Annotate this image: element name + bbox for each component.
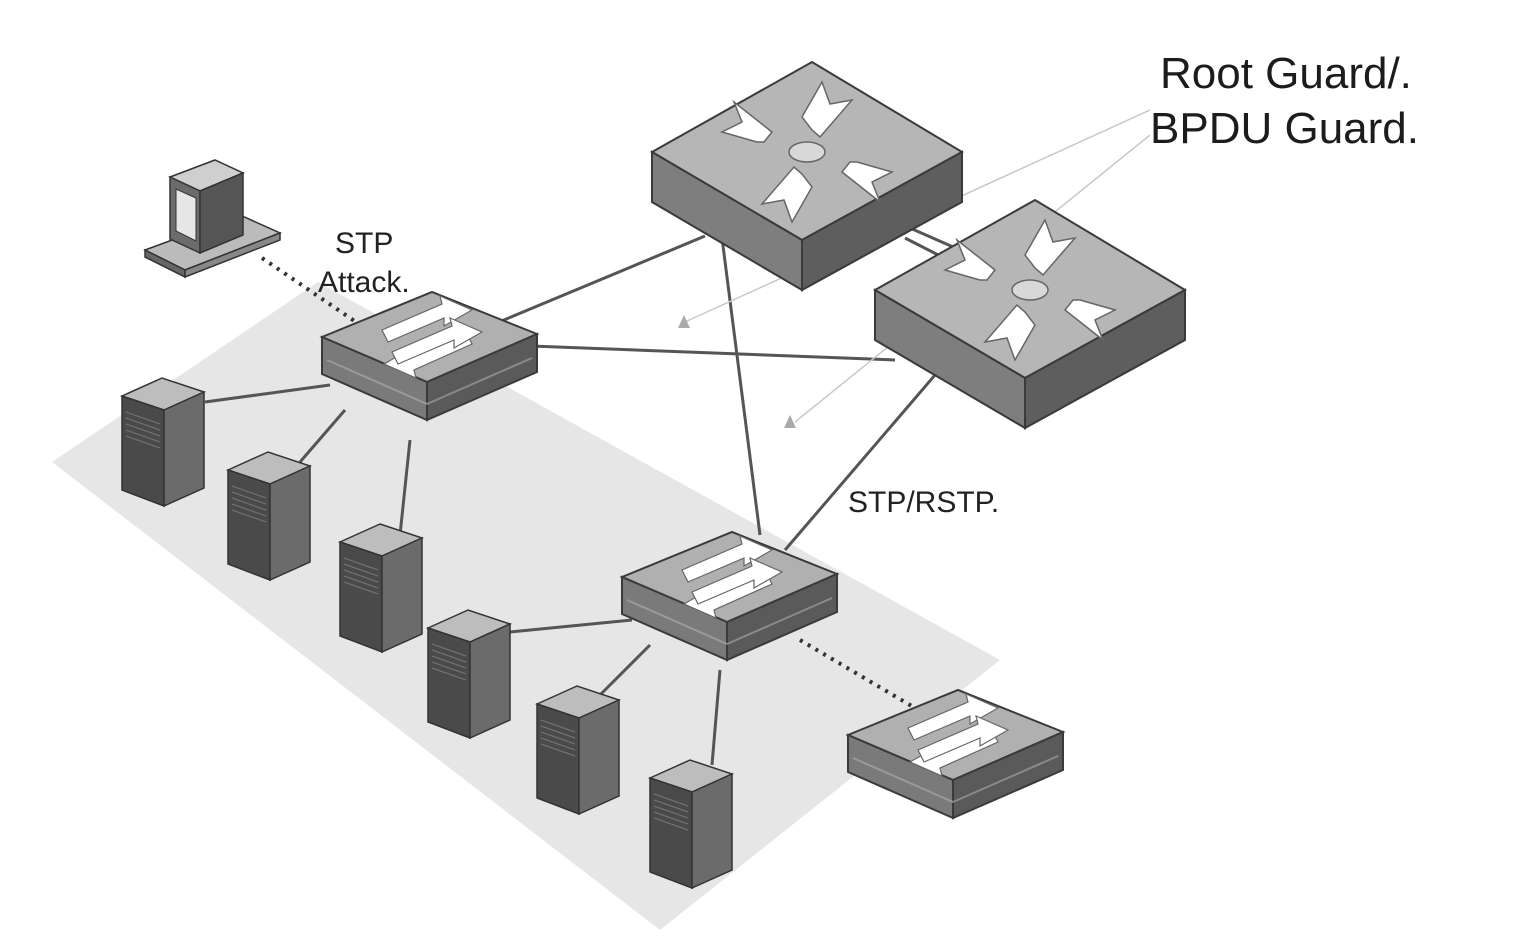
server-icon — [339, 523, 423, 653]
network-zone — [52, 282, 1000, 930]
guard-label-line1: Root Guard/. — [1160, 49, 1412, 98]
server-icon — [649, 759, 733, 889]
router-icon — [651, 61, 963, 291]
stp-attack-label-line2: Attack. — [318, 266, 410, 299]
links — [204, 226, 961, 766]
stp-rstp-label: STP/RSTP. — [848, 486, 999, 519]
guard-label-line2: BPDU Guard. — [1150, 104, 1419, 153]
guard-marker — [678, 315, 690, 328]
server-icon — [121, 377, 205, 507]
stp-attack-label-line1: STP — [335, 227, 393, 260]
computer-icon — [143, 159, 282, 279]
server-icon — [536, 685, 620, 815]
guard-marker — [784, 415, 796, 428]
server-icon — [427, 609, 511, 739]
server-icon — [227, 451, 311, 581]
